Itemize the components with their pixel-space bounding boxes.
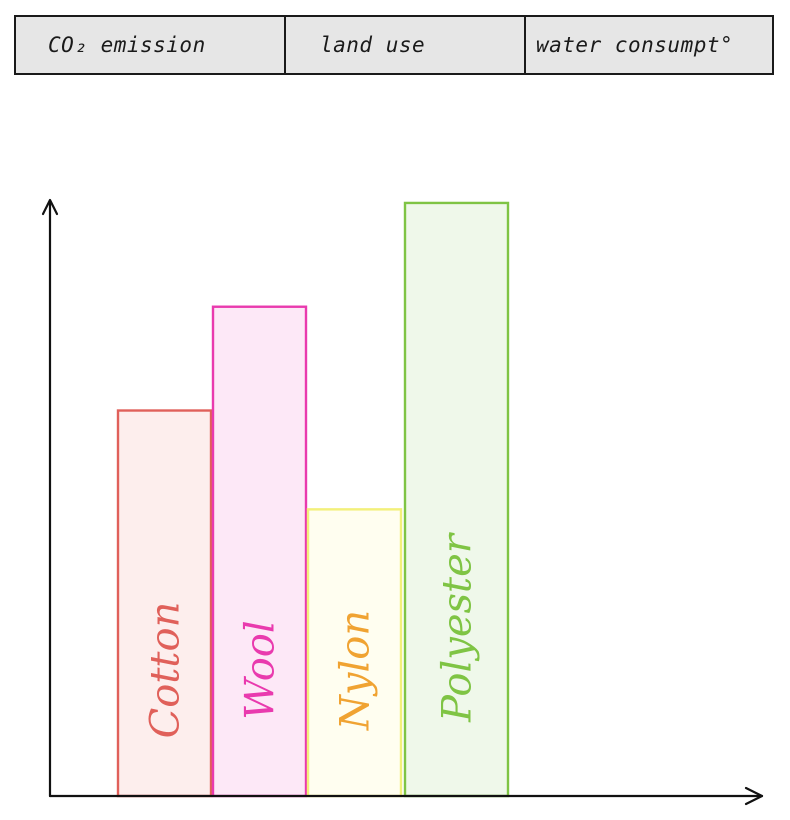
bar-label-cotton: Cotton <box>143 602 189 739</box>
bar-polyester <box>403 201 510 798</box>
metric-tab-bar: CO₂ emission land use water consumpt° <box>14 15 774 75</box>
x-axis-arrow-icon <box>744 786 764 806</box>
tab-land-use[interactable]: land use <box>284 17 524 73</box>
y-axis-arrow-icon <box>41 198 59 216</box>
bar-label-polyester: Polyester <box>435 531 481 723</box>
bar-nylon <box>306 508 403 798</box>
tab-water-consumption[interactable]: water consumpt° <box>524 17 772 73</box>
bar-label-wool: Wool <box>238 620 284 719</box>
bar-label-nylon: Nylon <box>333 610 379 731</box>
bar-cotton <box>116 409 213 798</box>
bars-layer: Cotton Wool Nylon Polyester <box>116 201 510 798</box>
bar-wool <box>211 305 308 798</box>
axes <box>41 198 764 806</box>
tab-co2-emission[interactable]: CO₂ emission <box>48 33 206 57</box>
